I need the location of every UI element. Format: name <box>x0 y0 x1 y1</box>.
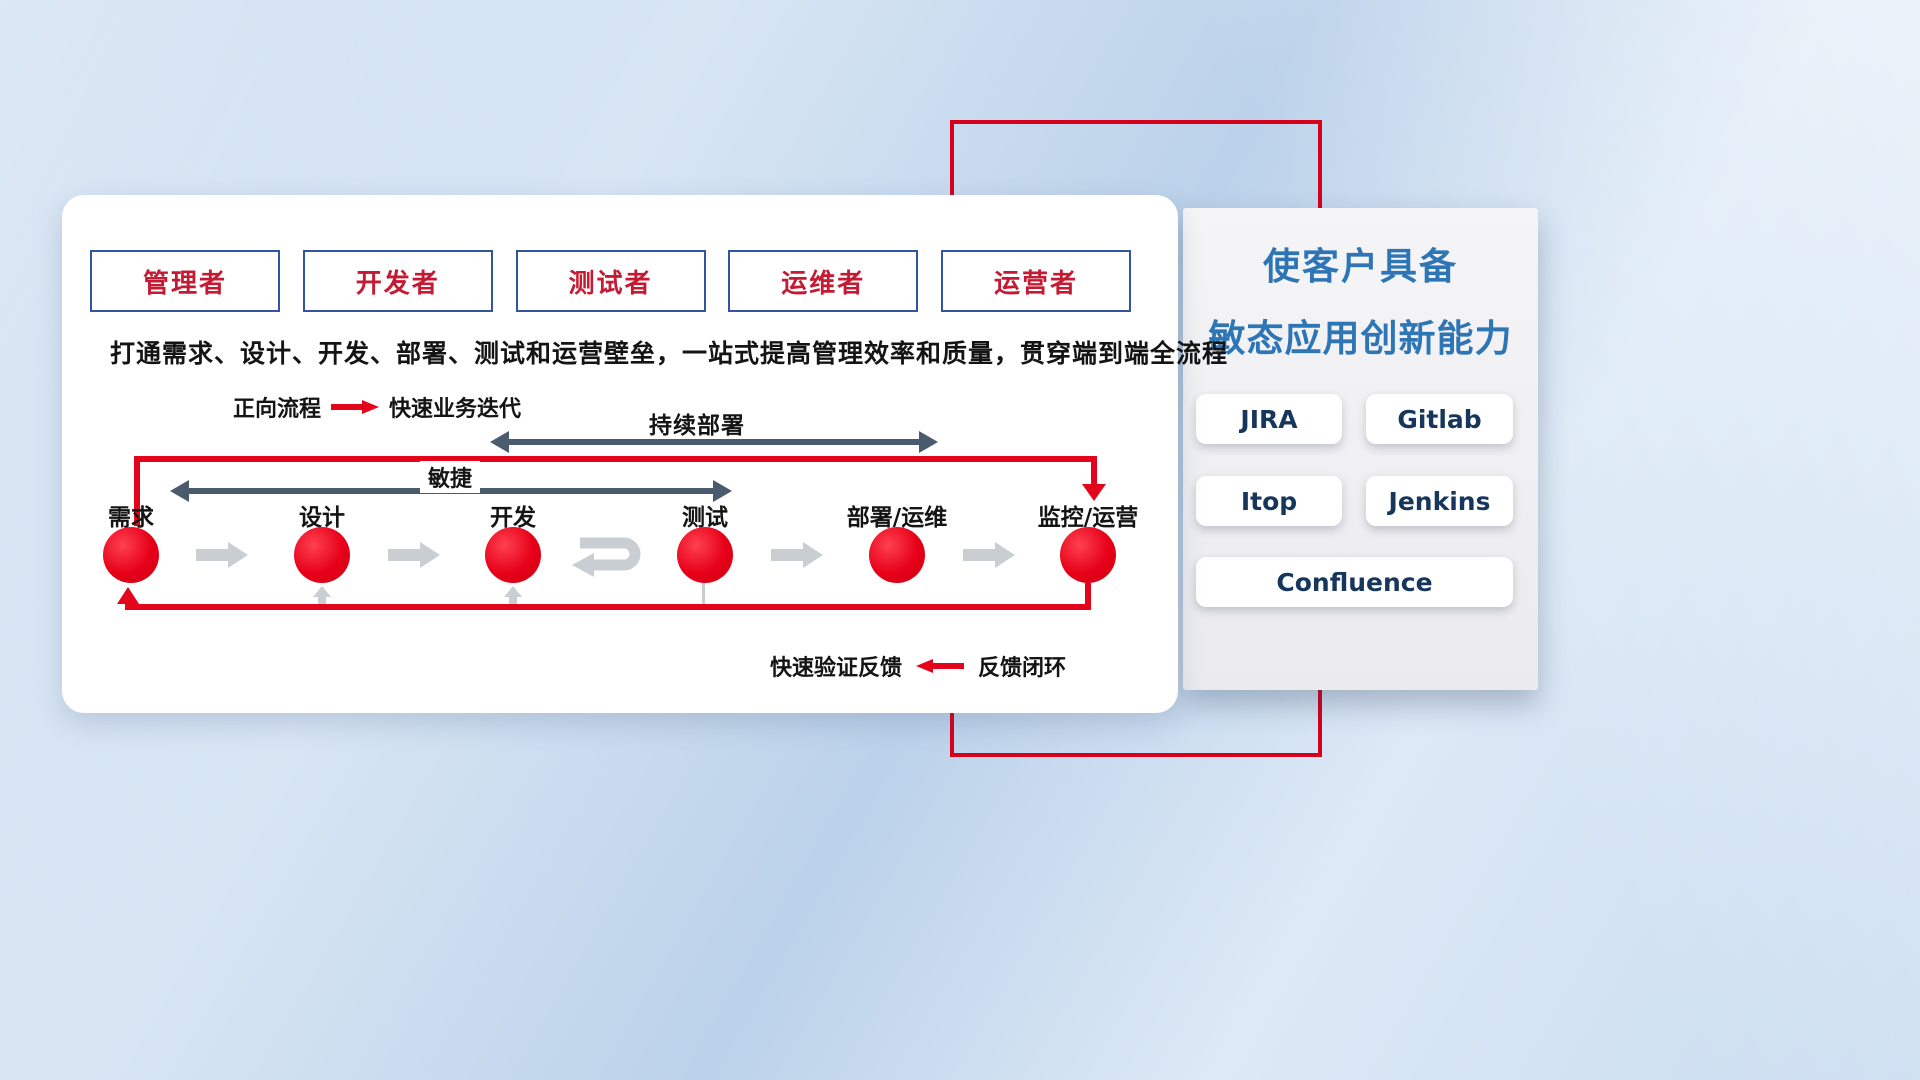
agile-label: 敏捷 <box>419 461 481 493</box>
role-label: 运营者 <box>993 268 1078 299</box>
continuous-deployment-label: 持续部署 <box>649 413 745 439</box>
card-subtitle: 打通需求、设计、开发、部署、测试和运营壁垒，一站式提高管理效率和质量，贯穿端到端… <box>110 339 1229 368</box>
forward-loop-line-left <box>134 456 140 526</box>
role-box-operator: 运营者 <box>941 250 1131 312</box>
stage-node <box>485 527 541 583</box>
continuous-deployment-range-arrow-icon <box>490 431 938 453</box>
stage-label-develop: 开发 <box>490 505 536 531</box>
role-label: 开发者 <box>355 268 440 299</box>
flow-arrow-icon <box>771 542 823 568</box>
tool-badge-itop: Itop <box>1196 476 1342 526</box>
forward-loop-line <box>134 456 1097 462</box>
tool-badge-jenkins: Jenkins <box>1366 476 1513 526</box>
flow-arrow-icon <box>963 542 1015 568</box>
left-red-arrow-icon <box>916 659 965 673</box>
stage-label-design: 设计 <box>299 505 345 531</box>
tool-badge-gitlab: Gitlab <box>1366 394 1513 444</box>
forward-flow-label: 正向流程 <box>233 397 322 422</box>
role-box-ops: 运维者 <box>728 250 919 312</box>
feedback-label: 反馈闭环 <box>978 656 1067 681</box>
panel-title-line1: 使客户具备 <box>1263 245 1458 288</box>
stage-node <box>294 527 350 583</box>
devops-flow-card: 管理者 开发者 测试者 运维者 运营者 打通需求、设计、开发、部署、测试和运营壁… <box>62 195 1227 713</box>
feedback-loop-arrowhead-icon <box>117 587 139 604</box>
stage-label-deploy-ops: 部署/运维 <box>846 505 948 531</box>
iteration-loop-icon <box>572 537 641 577</box>
forward-loop-line-right <box>1091 456 1097 486</box>
stage-label-monitor-operate: 监控/运营 <box>1037 505 1139 531</box>
role-box-developer: 开发者 <box>302 250 493 312</box>
stage-node <box>103 527 159 583</box>
tool-badge-confluence: Confluence <box>1196 557 1513 607</box>
forward-flow-desc: 快速业务迭代 <box>389 397 522 422</box>
stage-label-test: 测试 <box>682 505 728 531</box>
feedback-desc: 快速验证反馈 <box>770 656 903 681</box>
tool-badge-jira: JIRA <box>1196 394 1342 444</box>
right-red-arrow-icon <box>331 400 380 414</box>
stage-label-requirements: 需求 <box>108 505 154 531</box>
stage-node <box>1060 527 1116 583</box>
role-label: 测试者 <box>568 268 653 299</box>
role-box-manager: 管理者 <box>90 250 280 312</box>
role-label: 管理者 <box>142 268 227 299</box>
forward-flow-legend: 正向流程 快速业务迭代 <box>233 391 521 423</box>
feedback-up-arrow-icon <box>313 586 331 604</box>
feedback-loop-line <box>125 604 1091 610</box>
feedback-up-arrow-icon <box>504 586 522 604</box>
forward-loop-arrowhead-icon <box>1082 484 1106 501</box>
roles-row: 管理者 开发者 测试者 运维者 运营者 <box>90 250 1131 312</box>
capability-panel: 使客户具备 敏态应用创新能力 JIRA Gitlab Itop Jenkins … <box>1183 208 1538 690</box>
flow-arrow-icon <box>388 542 440 568</box>
feedback-loop-line-right <box>1085 583 1091 604</box>
role-label: 运维者 <box>781 268 866 299</box>
stage-node <box>677 527 733 583</box>
panel-title-line2: 敏态应用创新能力 <box>1208 317 1513 360</box>
stage-node <box>869 527 925 583</box>
role-box-tester: 测试者 <box>515 250 706 312</box>
flow-arrow-icon <box>196 542 248 568</box>
feedback-legend: 快速验证反馈 反馈闭环 <box>770 650 1066 682</box>
test-feedback-connector <box>702 583 705 604</box>
